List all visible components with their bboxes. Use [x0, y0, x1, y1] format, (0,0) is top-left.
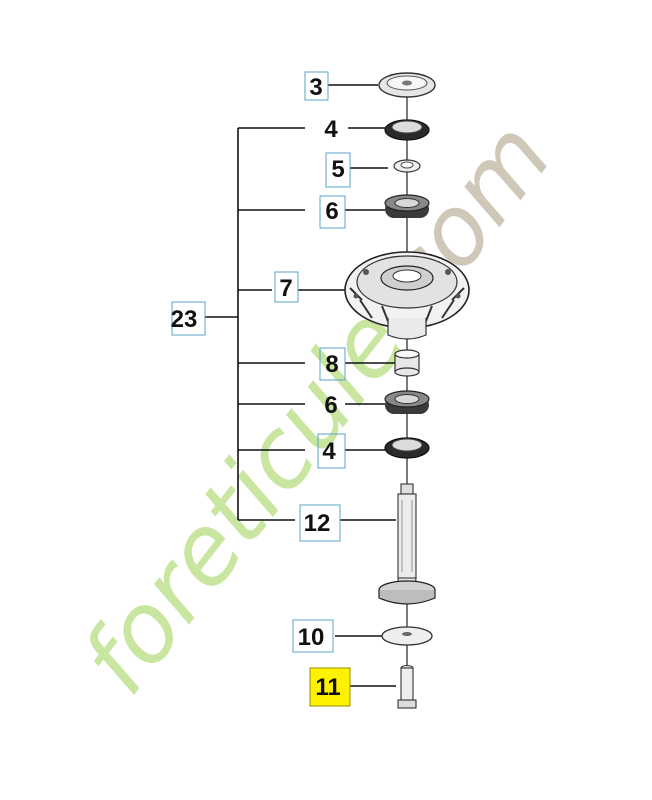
callout-label-7: 7 — [279, 275, 292, 302]
part-bearing-upper — [384, 194, 430, 218]
callout-label-10: 10 — [298, 624, 325, 651]
callout-label-4-upper: 4 — [324, 116, 338, 143]
leader-lines — [298, 84, 396, 687]
callout-box-10 — [292, 619, 334, 653]
callout-box-23 — [171, 301, 206, 336]
part-spindle-housing — [344, 251, 470, 340]
watermark-text-main: foreticule.com — [60, 101, 573, 714]
callout-label-8: 8 — [325, 351, 338, 378]
callout-label-3: 3 — [309, 74, 322, 101]
callout-box-3 — [304, 71, 329, 101]
callout-box-4-lower — [317, 433, 346, 469]
part-spindle-shaft — [378, 483, 436, 605]
callout-label-5: 5 — [331, 156, 344, 183]
callout-label-23: 23 — [171, 306, 198, 333]
watermark: foreticule.com — [60, 101, 573, 714]
assembly-bracket — [205, 127, 305, 521]
callout-label-12: 12 — [304, 510, 331, 537]
callout-label-6-upper: 6 — [325, 198, 338, 225]
callout-box-12 — [299, 504, 341, 542]
part-bolt — [397, 665, 417, 709]
callout-box-6-upper — [319, 195, 346, 229]
callout-box-5 — [325, 152, 351, 188]
callout-label-11: 11 — [315, 674, 340, 701]
callout-box-11-highlight — [309, 667, 351, 707]
part-bearing-lower — [384, 390, 430, 414]
callout-label-6-lower: 6 — [324, 392, 337, 419]
callout-labels: 3 4 5 6 7 23 8 6 4 12 10 11 — [171, 71, 351, 707]
part-small-washer — [393, 159, 421, 173]
callout-label-4-lower: 4 — [322, 438, 336, 465]
callout-box-8 — [319, 347, 346, 381]
part-seal-lower — [384, 437, 430, 459]
watermark-main-span: foreticule — [60, 287, 428, 714]
part-spacer-sleeve — [394, 349, 420, 377]
part-washer-top — [378, 72, 436, 98]
callout-box-7 — [274, 271, 299, 303]
part-seal-upper — [384, 119, 430, 141]
part-washer-bottom — [381, 626, 433, 646]
